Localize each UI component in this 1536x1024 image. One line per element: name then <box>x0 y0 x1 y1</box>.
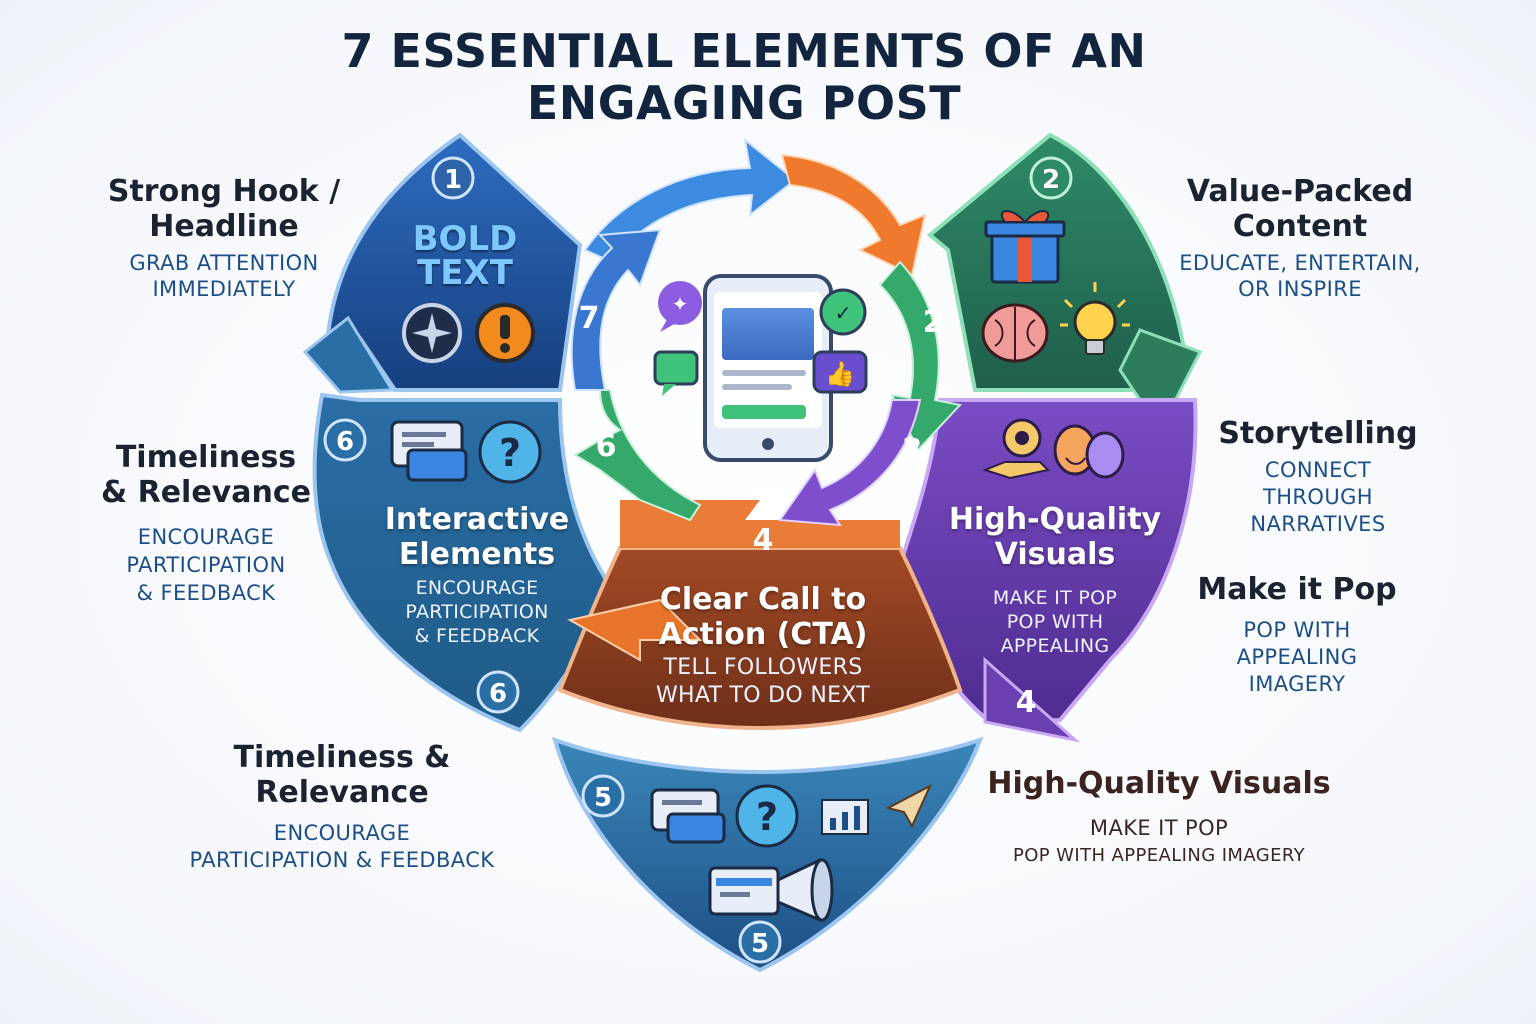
panel-hook-bold-text: BOLD TEXT <box>412 219 518 293</box>
badge-5-bottom: 5 <box>738 920 782 964</box>
cta-arrow-left <box>567 598 703 662</box>
badge-5-top: 5 <box>581 774 625 818</box>
lightbulb-icon <box>1060 282 1130 355</box>
svg-text:3: 3 <box>902 433 923 468</box>
question-icon: ? <box>478 420 542 484</box>
panel-cta <box>557 546 963 731</box>
badge-4-ring: 4 <box>753 523 774 558</box>
panel-visuals-arrow <box>983 656 1081 743</box>
megaphone-icon <box>708 857 834 923</box>
svg-text:?: ? <box>499 431 521 475</box>
panel-cta-text: Clear Call to Action (CTA) TELL FOLLOWER… <box>655 582 871 708</box>
badge-3: 3 <box>902 433 923 468</box>
title-line-2: ENGAGING POST <box>526 76 962 130</box>
bar-chart-icon <box>821 799 869 835</box>
badge-4-bottom: 4 <box>1016 685 1037 720</box>
ring-arrow-purple <box>778 399 922 527</box>
badge-6-bottom: 6 <box>476 670 520 714</box>
panel-interactive <box>312 392 623 733</box>
chat-bubbles-bottom-icon <box>650 788 726 844</box>
ring-arrow-blue-left <box>570 228 662 391</box>
svg-text:4: 4 <box>1016 685 1037 720</box>
label-visuals-bottom: High-Quality Visuals MAKE IT POP POP WIT… <box>987 766 1331 866</box>
badge-1: 1 <box>431 156 475 200</box>
label-timeliness-left: Timeliness & Relevance ENCOURAGE PARTICI… <box>101 440 311 605</box>
chat-bubble-purple-icon: ✦ <box>658 281 702 332</box>
chat-bubble-green-icon <box>653 350 699 396</box>
brain-icon <box>981 303 1049 363</box>
badge-2-ring: 2 <box>923 305 944 340</box>
svg-text:👍: 👍 <box>825 360 855 388</box>
svg-text:?: ? <box>756 795 778 839</box>
gift-icon <box>984 210 1066 284</box>
compass-icon <box>402 303 462 363</box>
svg-text:6: 6 <box>596 429 617 464</box>
smartphone-icon <box>703 274 833 462</box>
svg-text:7: 7 <box>579 301 600 336</box>
svg-text:6: 6 <box>336 427 354 457</box>
eye-hand-icon <box>982 418 1051 480</box>
chat-bubbles-icon <box>390 420 468 482</box>
ring-arrow-orange <box>780 153 927 277</box>
svg-text:✓: ✓ <box>835 301 852 325</box>
panel-visuals <box>892 398 1198 725</box>
svg-text:5: 5 <box>594 783 612 813</box>
question-bottom-icon: ? <box>735 784 799 848</box>
exclamation-icon <box>475 303 535 363</box>
badge-7: 7 <box>579 301 600 336</box>
svg-text:1: 1 <box>444 165 462 195</box>
svg-text:2: 2 <box>923 305 944 340</box>
svg-text:4: 4 <box>753 523 774 558</box>
svg-text:2: 2 <box>1042 165 1060 195</box>
ring-arrow-green-left <box>573 389 702 522</box>
panel-interactive-arrow <box>302 315 395 394</box>
svg-text:6: 6 <box>489 679 507 709</box>
svg-text:5: 5 <box>751 929 769 959</box>
badge-2-top: 2 <box>1029 156 1073 200</box>
check-bubble-icon: ✓ <box>819 288 867 336</box>
badge-6-ring: 6 <box>596 429 617 464</box>
svg-text:✦: ✦ <box>672 292 689 316</box>
theater-masks-icon <box>1053 424 1125 479</box>
label-make-pop: Make it Pop POP WITH APPEALING IMAGERY <box>1197 572 1397 696</box>
label-storytelling: Storytelling CONNECT THROUGH NARRATIVES <box>1218 416 1418 536</box>
label-timeliness-bottom: Timeliness & Relevance ENCOURAGE PARTICI… <box>189 740 495 872</box>
label-hook: Strong Hook / Headline GRAB ATTENTION IM… <box>107 174 341 301</box>
panel-visuals-text: High-Quality Visuals MAKE IT POP POP WIT… <box>948 502 1162 657</box>
title-line-1: 7 ESSENTIAL ELEMENTS OF AN <box>341 24 1147 78</box>
label-value: Value-Packed Content EDUCATE, ENTERTAIN,… <box>1179 174 1421 301</box>
badge-6-left: 6 <box>323 418 367 462</box>
thumbs-up-icon: 👍 <box>812 350 868 394</box>
panel-interactive-text: Interactive Elements ENCOURAGE PARTICIPA… <box>384 502 570 647</box>
paper-plane-icon <box>885 783 933 829</box>
